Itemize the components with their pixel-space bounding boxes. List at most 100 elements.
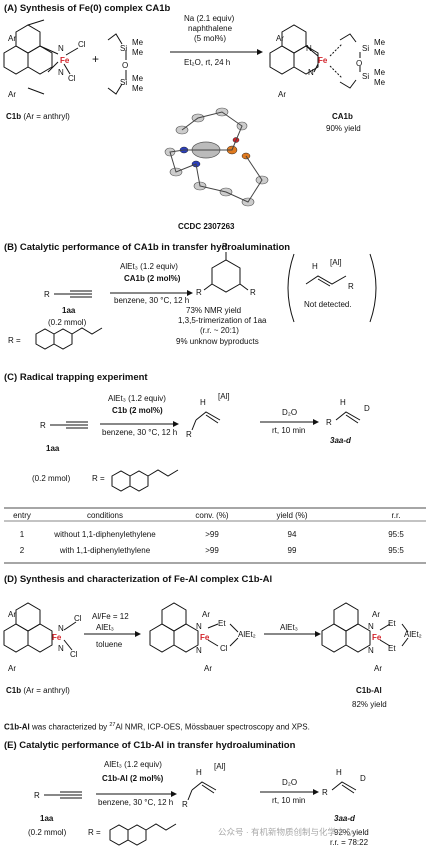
si-label: Si: [120, 78, 128, 87]
c1b-structure-a: [3, 19, 79, 95]
table-cell: 1: [19, 530, 25, 539]
ca1b-structure: [269, 24, 361, 89]
h-label: H: [336, 768, 342, 777]
trimer-benzene-ring: [211, 259, 241, 293]
c1b-caption-d: C1b (Ar = anthryl): [6, 686, 70, 695]
reagent-alet3: AlEt₃: [280, 623, 298, 632]
section-a-title: (A) Synthesis of Fe(0) complex CA1b: [4, 3, 171, 14]
et-label: Et: [388, 619, 396, 628]
table-header-cell: entry: [13, 511, 31, 520]
cl-label: Cl: [68, 74, 76, 83]
alet2-label: AlEt₂: [404, 630, 422, 639]
h-label: H: [312, 262, 318, 271]
me-label: Me: [374, 78, 386, 87]
table-cell: with 1,1-diphenylethylene: [59, 546, 151, 555]
h-label: H: [200, 398, 206, 407]
cl-label: Cl: [220, 644, 228, 653]
r-definition-label: R =: [92, 474, 105, 483]
reagent-na: Na (2.1 equiv): [184, 14, 235, 23]
table-cell: 95:5: [388, 530, 404, 539]
n-label: N: [58, 44, 64, 53]
ar-label: Ar: [8, 664, 16, 673]
alet2-label: AlEt₂: [238, 630, 256, 639]
product-label-ca1b: CA1b: [332, 112, 353, 121]
r-label: R: [182, 800, 188, 809]
me-label: Me: [132, 38, 144, 47]
not-detected-note: Not detected.: [304, 300, 352, 309]
me-label: Me: [132, 84, 144, 93]
me-label: Me: [374, 48, 386, 57]
result-nmr-yield: 73% NMR yield: [186, 306, 242, 315]
table-header-cell: yield (%): [276, 511, 308, 520]
fe-label: Fe: [200, 633, 210, 642]
product-yield-e: 92% yield: [334, 828, 369, 837]
step2-reagent: D₂O: [282, 408, 298, 417]
r-label: R: [44, 290, 50, 299]
reagent-naphthalene: naphthalene: [188, 24, 233, 33]
section-e-title: (E) Catalytic performance of C1b-Al in t…: [4, 740, 296, 751]
al-label: [Al]: [218, 392, 230, 401]
ar-label: Ar: [278, 90, 286, 99]
table-cell: >99: [205, 530, 219, 539]
r-label: R: [322, 788, 328, 797]
n-label: N: [308, 68, 314, 77]
result-byproducts: 9% unknow byproducts: [176, 337, 259, 346]
c1b-ar-note: (Ar = anthryl): [23, 686, 70, 695]
section-b-title: (B) Catalytic performance of CA1b in tra…: [4, 242, 291, 253]
result-trimerization: 1,3,5-trimerization of 1aa: [178, 316, 267, 325]
o-label: O: [356, 59, 363, 68]
et-label: Et: [388, 644, 396, 653]
divinyldisiloxane-structure: [107, 33, 127, 95]
reagent-alet3: AlEt₃ (1.2 equiv): [120, 262, 178, 271]
n-label: N: [368, 646, 374, 655]
me-label: Me: [132, 74, 144, 83]
si-label: Si: [362, 72, 370, 81]
me-label: Me: [132, 48, 144, 57]
table-cell: 99: [287, 546, 297, 555]
al-fe-ratio: Al/Fe = 12: [92, 612, 129, 621]
table-header-cell: conditions: [86, 511, 124, 520]
d-label: D: [360, 774, 366, 783]
n-label: N: [196, 622, 202, 631]
n-label: N: [196, 646, 202, 655]
section-c-title: (C) Radical trapping experiment: [4, 372, 148, 383]
product-label-c1b-al: C1b-Al: [356, 686, 382, 695]
c1b-structure-d: [3, 602, 77, 653]
fe-label: Fe: [372, 633, 382, 642]
ar-label: Ar: [372, 610, 380, 619]
ar-label: Ar: [202, 610, 210, 619]
conditions-c: benzene, 30 °C, 12 h: [102, 428, 178, 437]
ar-label: Ar: [204, 664, 212, 673]
c1b-ar-note: (Ar = anthryl): [23, 112, 70, 121]
fe-label: Fe: [318, 56, 328, 65]
r-label: R: [326, 418, 332, 427]
table-cell: >99: [205, 546, 219, 555]
n-label: N: [58, 624, 64, 633]
watermark: 公众号 · 有机新物质创制与化学中心: [218, 827, 354, 837]
reagent-alet3: AlEt₃ (1.2 equiv): [104, 760, 162, 769]
r-label: R: [348, 282, 354, 291]
r-definition-label: R =: [88, 828, 101, 837]
h-label: H: [196, 768, 202, 777]
characterization-text1: was characterized by: [29, 722, 110, 732]
table-cell: 2: [19, 546, 25, 555]
cl-label: Cl: [74, 614, 82, 623]
c1b-label: C1b: [6, 112, 22, 121]
reagent-alet3: AlEt₃ (1.2 equiv): [108, 394, 166, 403]
product-3aa-d: 3aa-d: [330, 436, 351, 445]
c1b-label: C1b: [6, 686, 22, 695]
conditions-b: benzene, 30 °C, 12 h: [114, 296, 190, 305]
ar-label: Ar: [8, 90, 16, 99]
step2-conditions: rt, 10 min: [272, 796, 306, 805]
substrate-1aa: 1aa: [46, 444, 60, 453]
section-d-title: (D) Synthesis and characterization of Fe…: [4, 574, 273, 585]
product-rr-e: r.r. = 78:22: [330, 838, 369, 847]
r-label: R: [250, 288, 256, 297]
catalyst-c1b-al: C1b-Al (2 mol%): [102, 774, 164, 783]
table-header-cell: r.r.: [391, 511, 401, 520]
conditions-e: benzene, 30 °C, 12 h: [98, 798, 174, 807]
step2-reagent: D₂O: [282, 778, 298, 787]
step2-conditions: rt, 10 min: [272, 426, 306, 435]
r-label: R: [222, 242, 228, 251]
